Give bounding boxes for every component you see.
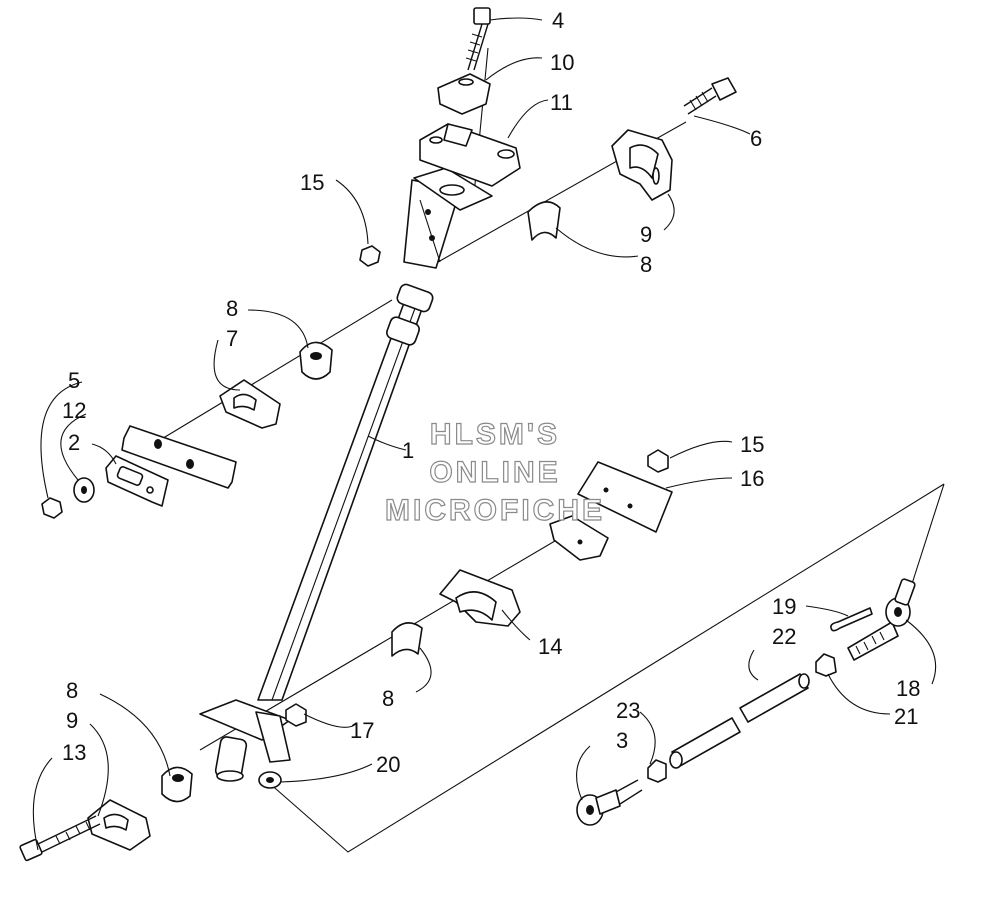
washer-20 bbox=[258, 771, 282, 789]
callout-3: 3 bbox=[616, 728, 628, 753]
washer-12 bbox=[73, 477, 95, 503]
callout-11: 11 bbox=[550, 90, 573, 115]
bolt-6 bbox=[683, 77, 737, 115]
callout-8-left: 8 bbox=[226, 296, 238, 321]
clamp-14 bbox=[439, 569, 521, 627]
tie-rod-22 bbox=[669, 673, 810, 769]
cotter-pin-19 bbox=[830, 607, 873, 632]
upper-clamp bbox=[419, 73, 521, 187]
callout-6: 6 bbox=[750, 126, 762, 151]
callout-1: 1 bbox=[402, 438, 414, 463]
watermark-line-1: HLSM'S bbox=[430, 418, 560, 451]
callout-10: 10 bbox=[550, 50, 574, 75]
watermark-line-2: ONLINE bbox=[429, 456, 560, 489]
bar-left bbox=[121, 425, 237, 489]
bolt-4 bbox=[465, 7, 491, 71]
plate-2 bbox=[105, 455, 169, 507]
callout-8-upper: 8 bbox=[640, 252, 652, 277]
callout-21: 21 bbox=[894, 704, 918, 729]
steering-post bbox=[199, 167, 493, 782]
nut-15-upper bbox=[359, 245, 381, 267]
plate-16 bbox=[577, 461, 673, 533]
callout-23: 23 bbox=[616, 698, 640, 723]
callout-2: 2 bbox=[68, 430, 80, 455]
bushing-8-middle bbox=[391, 622, 423, 657]
callout-18: 18 bbox=[896, 676, 920, 701]
tie-rod-end-3 bbox=[576, 779, 643, 826]
callout-22: 22 bbox=[772, 624, 796, 649]
nut-5 bbox=[41, 497, 63, 519]
tie-rod-end-18 bbox=[847, 578, 916, 661]
callout-4: 4 bbox=[552, 8, 564, 33]
callout-13: 13 bbox=[62, 740, 86, 765]
callout-15-right: 15 bbox=[740, 432, 764, 457]
callout-labels: 1 2 3 4 5 6 7 8 8 8 8 9 9 10 11 12 13 14… bbox=[62, 8, 920, 777]
clamp-9-upper bbox=[611, 129, 673, 201]
watermark: HLSM'S ONLINE MICROFICHE bbox=[384, 417, 605, 527]
callout-8-middle: 8 bbox=[382, 686, 394, 711]
callout-20: 20 bbox=[376, 752, 400, 777]
callout-9-lower: 9 bbox=[66, 708, 78, 733]
callout-16: 16 bbox=[740, 466, 764, 491]
clamp-9-lower bbox=[87, 799, 151, 851]
leader-lines bbox=[32, 17, 937, 851]
jam-nut-23 bbox=[647, 759, 667, 783]
clamp-7 bbox=[219, 379, 281, 429]
bushing-8-left bbox=[299, 341, 333, 380]
bolt-13 bbox=[19, 815, 101, 862]
callout-7: 7 bbox=[226, 326, 238, 351]
callout-12: 12 bbox=[62, 398, 86, 423]
bushing-8-upper bbox=[527, 201, 561, 241]
callout-17: 17 bbox=[350, 718, 374, 743]
callout-19: 19 bbox=[772, 594, 796, 619]
callout-5: 5 bbox=[68, 368, 80, 393]
bracket-plate bbox=[549, 515, 609, 561]
callout-15-upper: 15 bbox=[300, 170, 324, 195]
watermark-line-3: MICROFICHE bbox=[385, 494, 605, 527]
nut-15-right bbox=[647, 449, 669, 473]
bushing-8-lower bbox=[161, 766, 193, 803]
callout-8-lower: 8 bbox=[66, 678, 78, 703]
callout-9-upper: 9 bbox=[640, 222, 652, 247]
jam-nut-21 bbox=[815, 653, 837, 677]
callout-14: 14 bbox=[538, 634, 562, 659]
nut-17 bbox=[285, 703, 307, 727]
